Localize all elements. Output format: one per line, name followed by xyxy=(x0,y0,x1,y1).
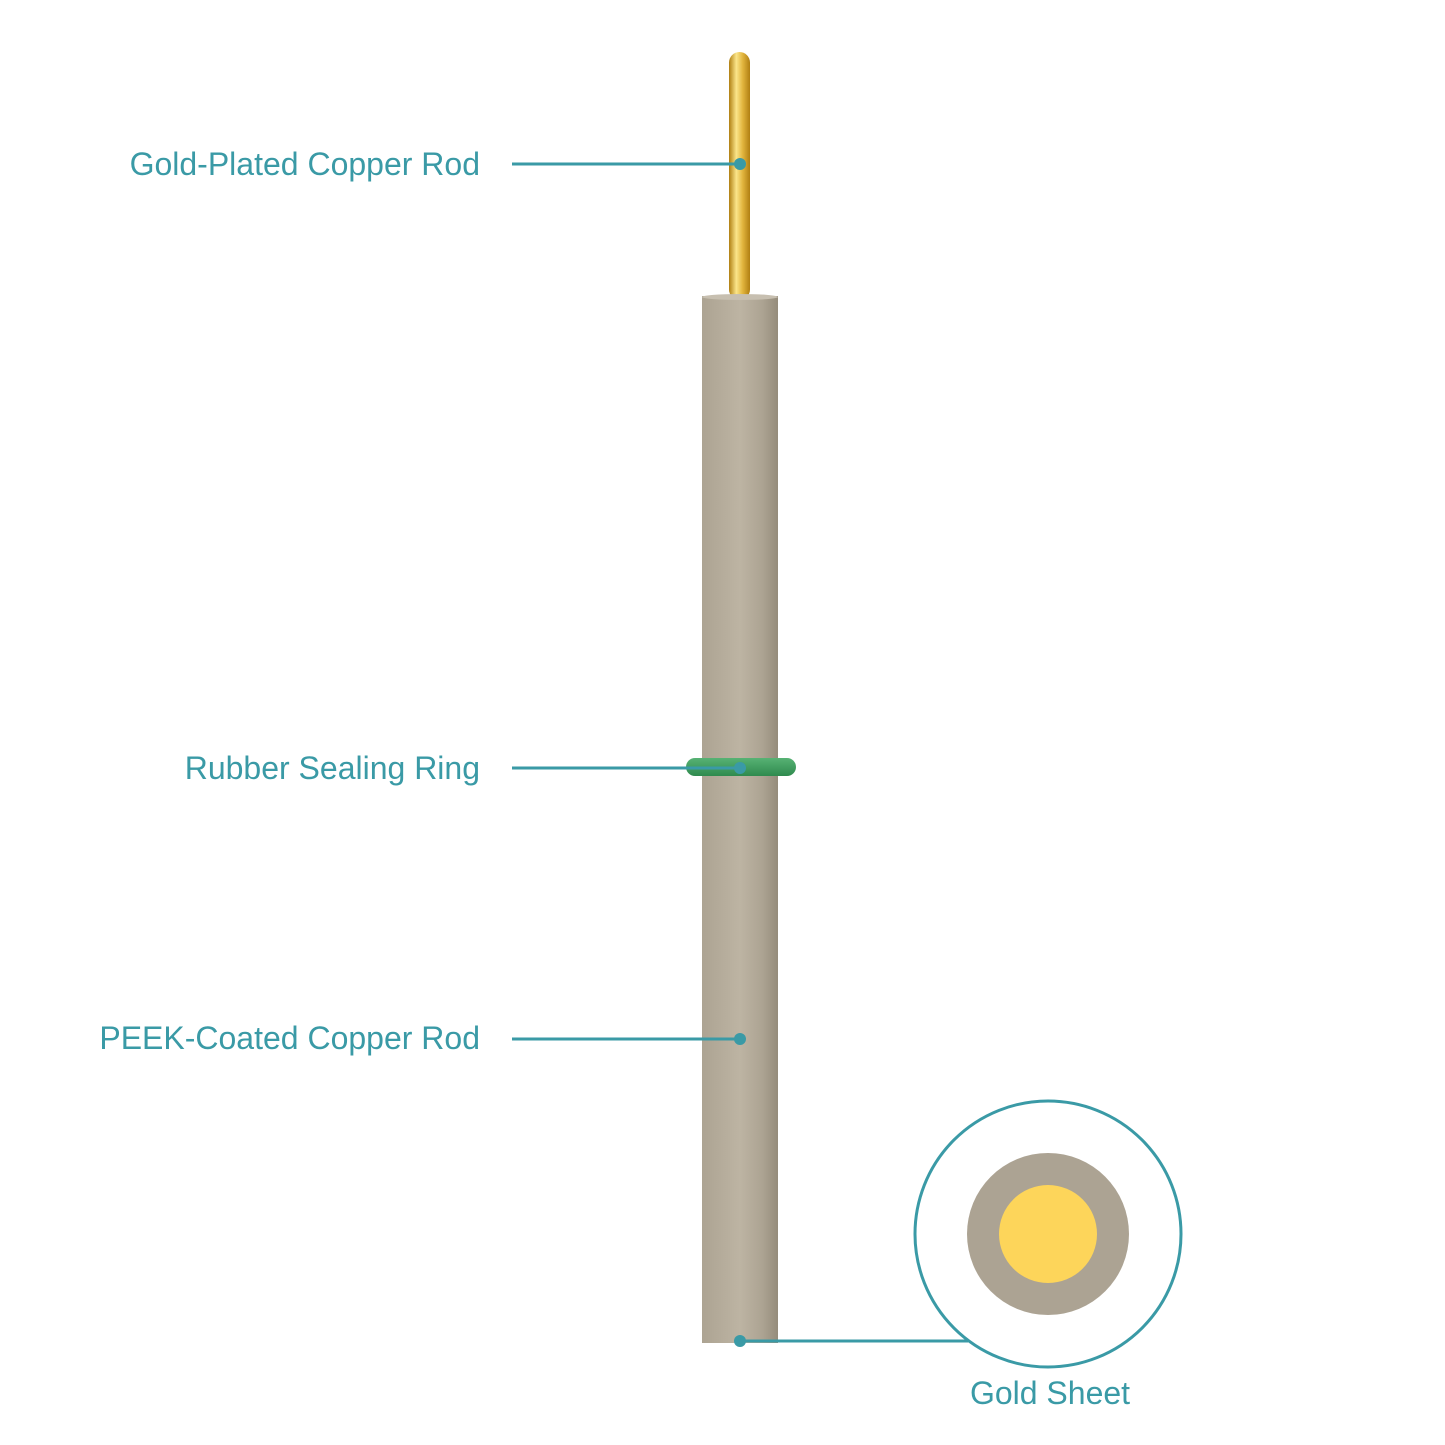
label-gold-sheet: Gold Sheet xyxy=(969,1375,1131,1411)
leader-gold-sheet xyxy=(734,1335,968,1347)
label-rubber-sealing-ring: Rubber Sealing Ring xyxy=(184,750,480,786)
cross-section-detail xyxy=(913,1099,1183,1369)
leader-rubber-ring xyxy=(512,762,746,774)
leader-peek-coated xyxy=(512,1033,746,1045)
cross-section-gold-core xyxy=(999,1185,1097,1283)
peek-coated-copper-rod xyxy=(702,294,778,1343)
label-peek-coated-copper-rod: PEEK-Coated Copper Rod xyxy=(99,1020,480,1056)
label-gold-plated-copper-rod: Gold-Plated Copper Rod xyxy=(129,146,480,182)
leader-gold-plated xyxy=(512,158,746,170)
gold-plated-copper-rod xyxy=(729,52,750,300)
